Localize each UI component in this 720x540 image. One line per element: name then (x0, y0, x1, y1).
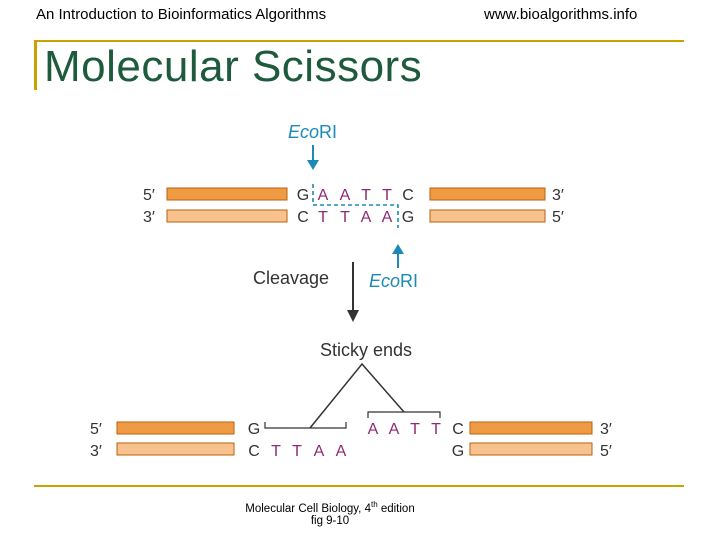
base-top-5: T (382, 187, 392, 204)
process-arrow-head (347, 310, 359, 322)
enzyme-label-bottom: EcoRI (369, 271, 418, 291)
top-dna-left-bottom-strand (166, 209, 288, 223)
base-top-3: A (340, 187, 351, 204)
base-top-1: G (297, 187, 309, 204)
top-dna-site-bottom: C T T A A G (297, 209, 414, 226)
figure-source-caption: Molecular Cell Biology, 4th edition (245, 500, 415, 515)
left-fragment-top-base: G (248, 421, 260, 438)
right-overhang-base-2: A (389, 421, 400, 438)
figure-number-caption: fig 9-10 (310, 515, 350, 527)
top-dna-right-end-top: 3′ (552, 187, 564, 204)
course-title-header: An Introduction to Bioinformatics Algori… (36, 6, 327, 23)
base-top-6: C (402, 187, 414, 204)
bottom-dna-right-end-top: 3′ (600, 421, 612, 438)
cut-arrow-top-head (307, 160, 319, 170)
base-bottom-1: C (297, 209, 309, 226)
left-fragment-overhang: C T T A A (248, 443, 346, 460)
top-dna-left-end-top: 5′ (143, 187, 155, 204)
right-overhang-base-1: A (368, 421, 379, 438)
top-dna-left-top-strand (166, 187, 288, 201)
right-fragment-top-strand (469, 421, 593, 435)
footer-rule (34, 485, 684, 487)
right-overhang-base-4: T (431, 421, 441, 438)
top-dna-site-top: G A A T T C (297, 187, 414, 204)
left-overhang-base-4: A (314, 443, 325, 460)
base-bottom-3: T (340, 209, 350, 226)
top-dna-left-end-bottom: 3′ (143, 209, 155, 226)
left-overhang-base-2: T (271, 443, 281, 460)
enzyme-label-top: EcoRI (288, 122, 337, 142)
website-url-header: www.bioalgorithms.info (484, 6, 638, 23)
top-dna-right-end-bottom: 5′ (552, 209, 564, 226)
right-overhang-base-3: T (410, 421, 420, 438)
bottom-dna-left-end-top: 5′ (90, 421, 102, 438)
left-overhang-base-1: C (248, 443, 260, 460)
top-dna-right-top-strand (429, 187, 546, 201)
left-fragment-bottom-strand (116, 442, 235, 456)
left-fragment-top-strand (116, 421, 235, 435)
right-overhang-bracket (367, 411, 441, 418)
bottom-dna-left-end-bottom: 3′ (90, 443, 102, 460)
title-accent-bar (34, 40, 37, 90)
base-top-2: A (318, 187, 329, 204)
cut-path-dashed (312, 184, 399, 228)
title-underline-rule (34, 40, 684, 42)
right-fragment-overhang: A A T T C (368, 421, 464, 438)
cut-arrow-bottom-head (392, 244, 404, 254)
base-top-4: T (361, 187, 371, 204)
top-dna-right-bottom-strand (429, 209, 546, 223)
base-bottom-6: G (402, 209, 414, 226)
sticky-ends-label: Sticky ends (320, 340, 412, 360)
sticky-ends-pointer (309, 362, 405, 429)
base-bottom-2: T (318, 209, 328, 226)
right-fragment-bottom-base: G (452, 443, 464, 460)
slide-title: Molecular Scissors (44, 42, 423, 91)
bottom-dna-right-end-bottom: 5′ (600, 443, 612, 460)
right-overhang-base-5: C (452, 421, 464, 438)
cleavage-label: Cleavage (253, 268, 329, 288)
left-overhang-base-3: T (292, 443, 302, 460)
right-fragment-bottom-strand (469, 442, 593, 456)
left-overhang-bracket (264, 422, 347, 429)
base-bottom-4: A (361, 209, 372, 226)
left-overhang-base-5: A (336, 443, 347, 460)
base-bottom-5: A (382, 209, 393, 226)
